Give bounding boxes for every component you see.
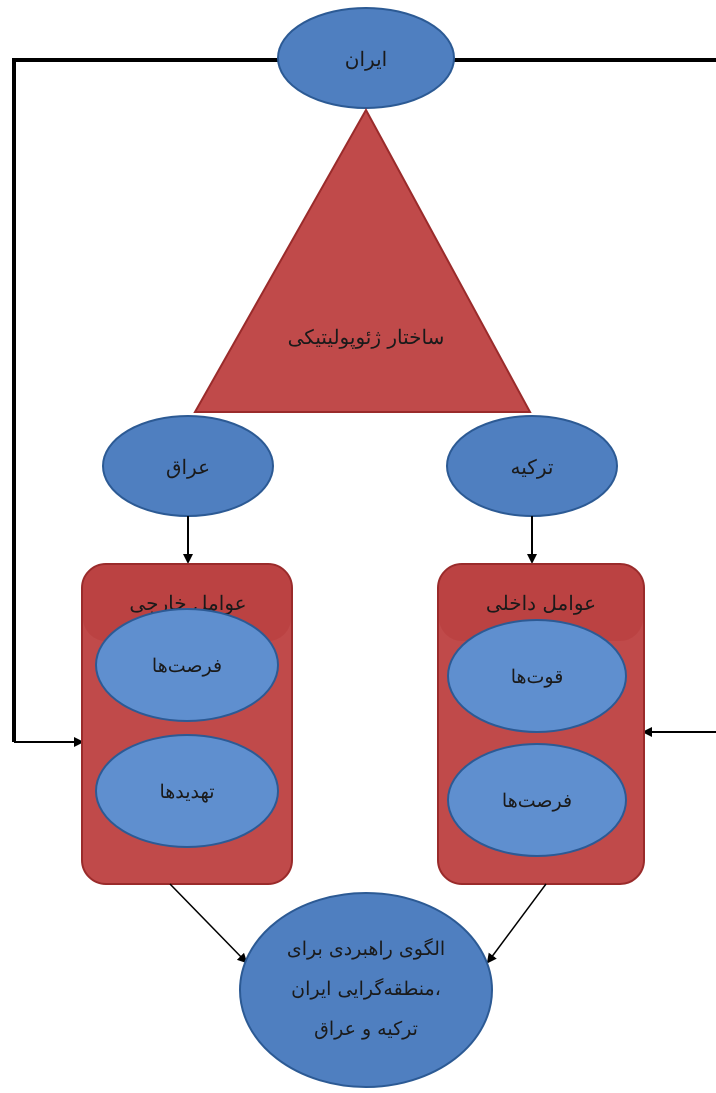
external-factors-box: عوامل خارجی فرصت‌ها تهدیدها: [81, 563, 293, 885]
result-line-1: الگوی راهبردی برای: [287, 937, 445, 960]
internal-item-1-ellipse: [447, 619, 627, 733]
internal-to-result-arrow: [486, 883, 547, 964]
internal-item-2-ellipse: [447, 743, 627, 857]
internal-title: عوامل داخلی: [486, 591, 596, 615]
internal-factors-box: عوامل داخلی قوت‌ها فرصت‌ها: [437, 563, 645, 885]
iraq-node: عراق: [102, 415, 274, 517]
turkey-label: ترکیه: [511, 455, 554, 479]
result-line-2: منطقه‌گرایی ایران،: [291, 977, 441, 1000]
external-item-2-ellipse: [95, 734, 279, 848]
structure-label: ساختار ژئوپولیتیکی: [288, 325, 445, 349]
result-ellipse: [239, 892, 493, 1088]
structure-node: ساختار ژئوپولیتیکی: [193, 107, 532, 413]
internal-box-header: [439, 565, 643, 641]
iraq-label: عراق: [166, 455, 210, 479]
result-node: الگوی راهبردی برای منطقه‌گرایی ایران، تر…: [239, 892, 493, 1088]
internal-item-1: قوت‌ها: [511, 666, 564, 688]
external-item-1: فرصت‌ها: [152, 655, 222, 677]
external-item-1-ellipse: [95, 608, 279, 722]
result-line-3: ترکیه و عراق: [314, 1018, 418, 1040]
internal-item-2: فرصت‌ها: [502, 790, 572, 812]
turkey-node: ترکیه: [446, 415, 618, 517]
left-loop-line: [12, 58, 278, 742]
external-to-result-arrow: [169, 883, 248, 964]
iran-label: ایران: [345, 47, 387, 71]
structure-triangle: [193, 107, 532, 413]
iran-node: ایران: [277, 7, 455, 109]
external-item-2: تهدیدها: [159, 781, 214, 803]
